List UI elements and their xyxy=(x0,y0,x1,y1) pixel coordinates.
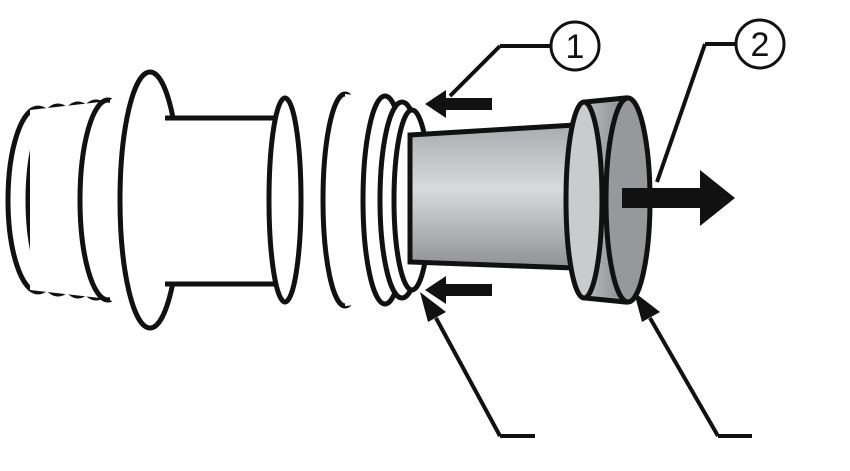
callout-1-label: 1 xyxy=(566,28,585,66)
pin-shaft xyxy=(407,122,578,271)
leader-line-pin xyxy=(634,292,752,438)
callout-1: 1 xyxy=(448,20,601,98)
pin-head xyxy=(563,95,653,305)
push-arrow-lower xyxy=(425,276,492,304)
callout-2-label: 2 xyxy=(751,26,770,64)
push-arrow-upper xyxy=(425,90,492,118)
coupling-sleeve xyxy=(266,91,433,309)
callout-2: 2 xyxy=(655,18,786,183)
pull-arrow xyxy=(622,170,735,226)
leader-line-sleeve xyxy=(420,292,535,438)
